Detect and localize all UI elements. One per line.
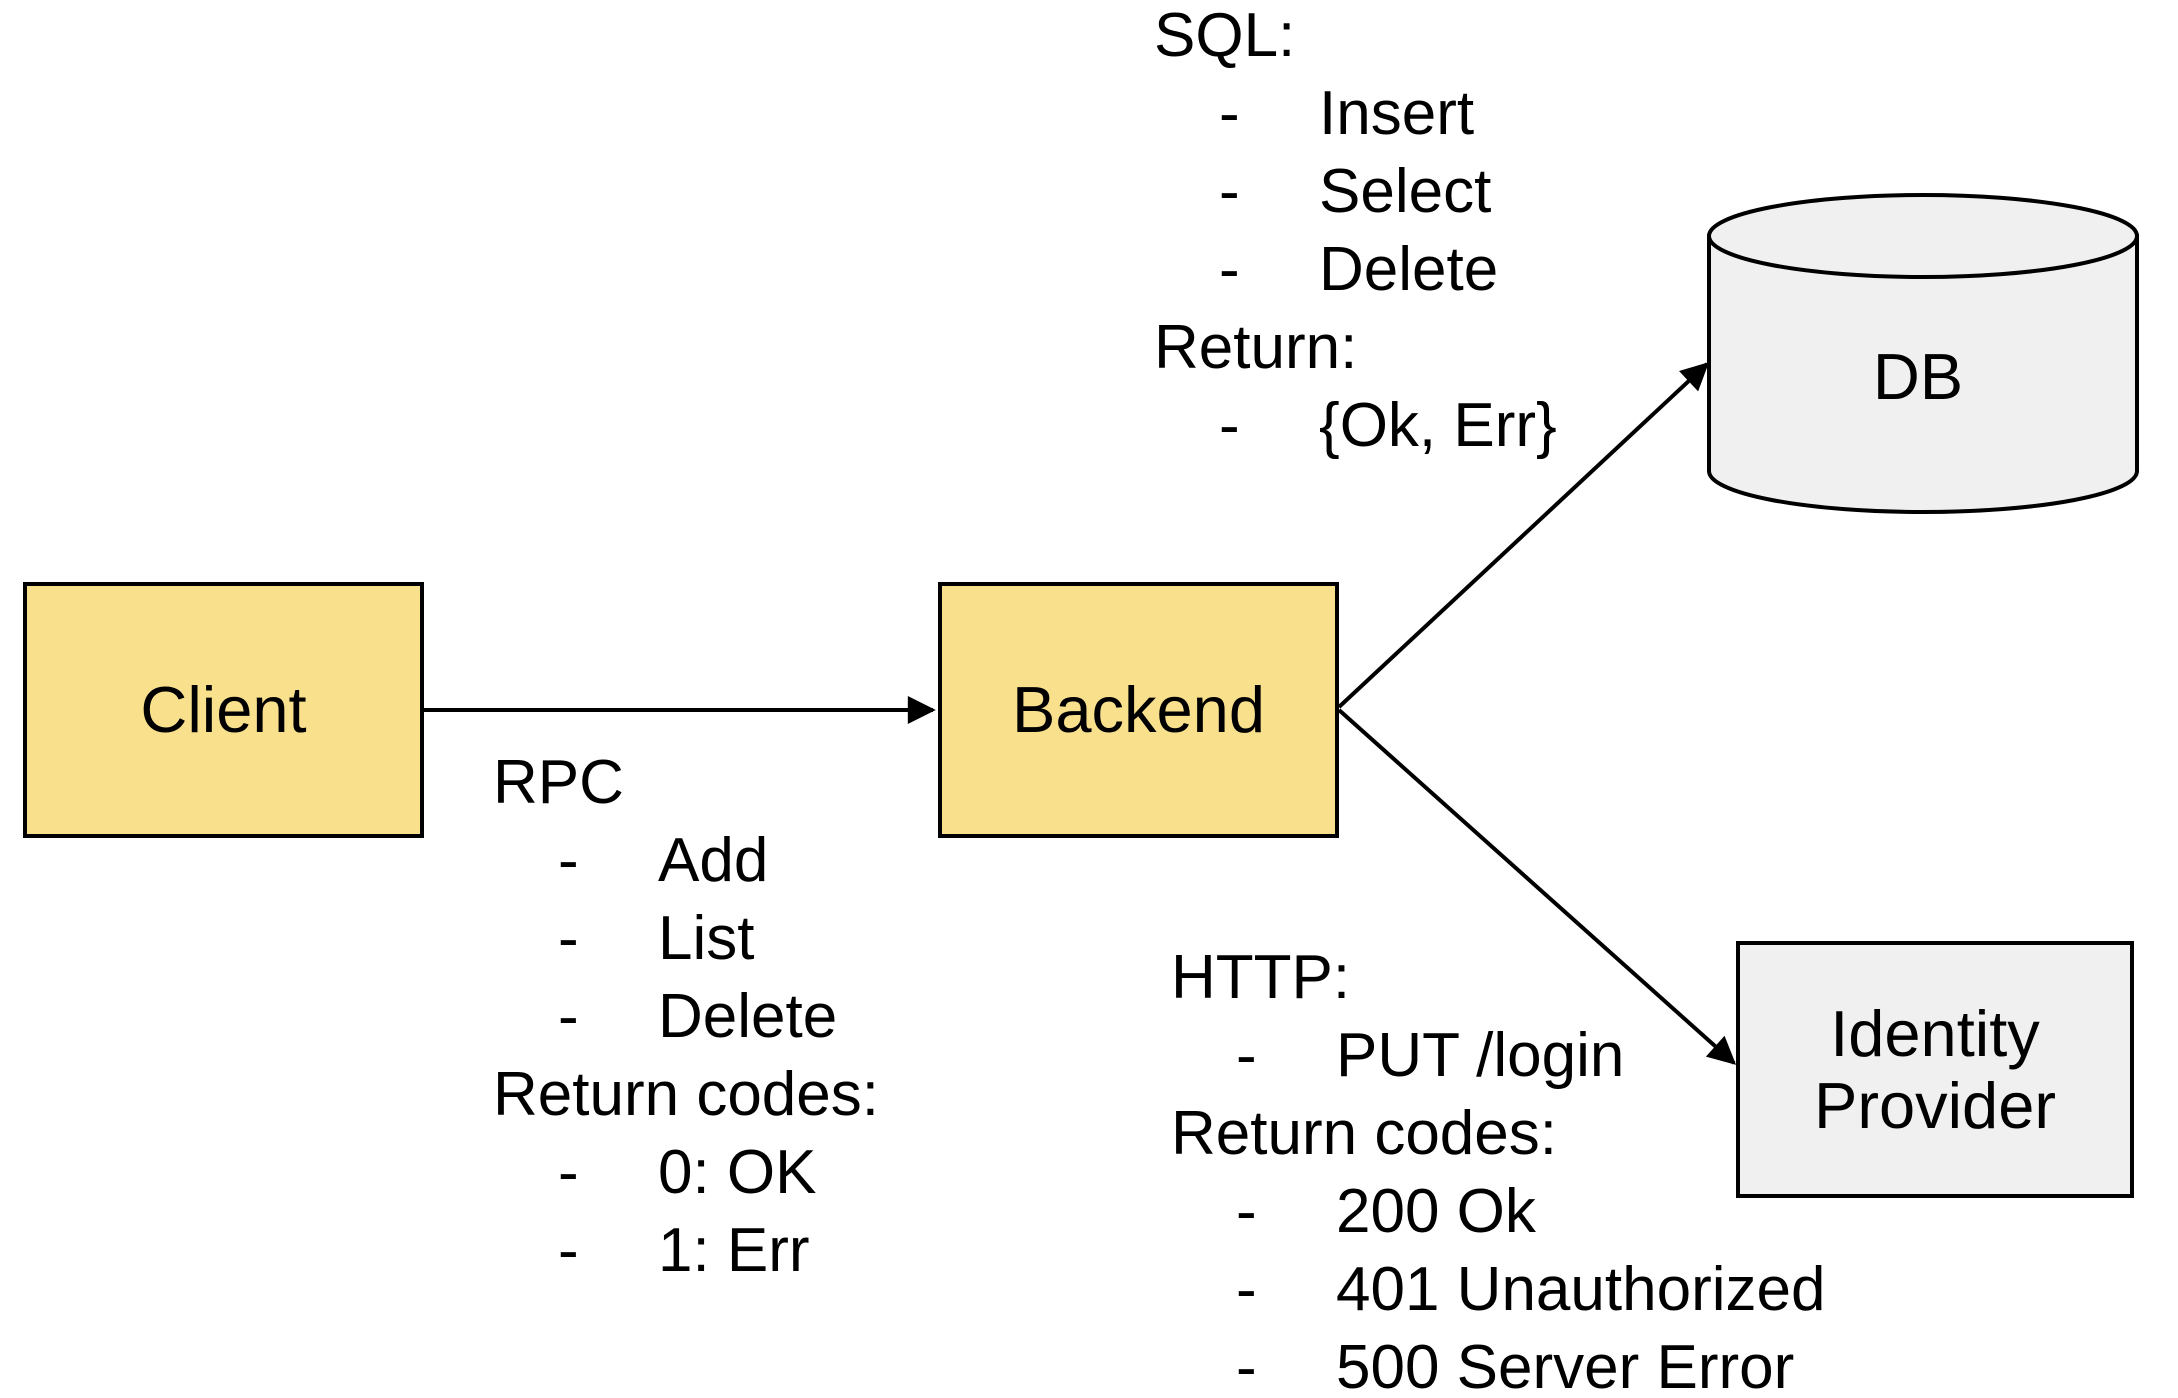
http-item: PUT /login [1336, 1021, 1625, 1090]
bullet-dash: - [1236, 1177, 1257, 1246]
sql-edge-annotation: SQL: - Insert - Select - Delete Return: - {O… [1154, 0, 1557, 465]
list-item: - 200 Ok [1171, 1173, 1825, 1251]
bullet-dash: - [558, 1216, 579, 1285]
rpc-item: List [658, 904, 755, 973]
backend-idp-arrow [1337, 708, 1737, 1065]
rpc-return-codes-heading: Return codes: [493, 1060, 879, 1129]
bullet-dash: - [1236, 1333, 1257, 1398]
bullet-dash: - [1236, 1255, 1257, 1324]
sql-heading: SQL: [1154, 1, 1296, 70]
http-return-code: 200 Ok [1336, 1177, 1536, 1246]
bullet-dash: - [558, 826, 579, 895]
list-item: - 0: OK [493, 1134, 879, 1212]
list-item: - 401 Unauthorized [1171, 1251, 1825, 1329]
rpc-return-code: 0: OK [658, 1138, 817, 1207]
rpc-return-code: 1: Err [658, 1216, 810, 1285]
backend-node-label: Backend [1012, 673, 1265, 746]
sql-item: Insert [1319, 79, 1475, 148]
backend-db-arrow [1337, 362, 1710, 709]
client-node-label: Client [140, 673, 307, 746]
sql-return-value: {Ok, Err} [1319, 391, 1557, 460]
list-item: - PUT /login [1171, 1017, 1825, 1095]
bullet-dash: - [1219, 391, 1240, 460]
sql-return-heading: Return: [1154, 313, 1358, 382]
list-item: - Select [1154, 153, 1557, 231]
bullet-dash: - [1219, 157, 1240, 226]
db-cylinder-top [1707, 193, 2139, 279]
bullet-dash: - [558, 1138, 579, 1207]
db-node-label: DB [1872, 340, 1964, 413]
backend-node: Backend [938, 582, 1339, 838]
identity-provider-node: Identity Provider [1736, 941, 2134, 1198]
http-heading: HTTP: [1171, 943, 1351, 1012]
list-item: - Add [493, 822, 879, 900]
list-item: - 500 Server Error [1171, 1329, 1825, 1398]
http-return-code: 401 Unauthorized [1336, 1255, 1826, 1324]
bullet-dash: - [1236, 1021, 1257, 1090]
list-item: - Delete [493, 978, 879, 1056]
list-item: - Insert [1154, 75, 1557, 153]
bullet-dash: - [1219, 79, 1240, 148]
client-node: Client [23, 582, 424, 838]
rpc-heading: RPC [493, 748, 624, 817]
list-item: - 1: Err [493, 1212, 879, 1290]
bullet-dash: - [1219, 235, 1240, 304]
db-cylinder-body [1707, 234, 2139, 514]
sql-item: Delete [1319, 235, 1499, 304]
http-return-code: 500 Server Error [1336, 1333, 1795, 1398]
http-return-codes-heading: Return codes: [1171, 1099, 1557, 1168]
rpc-item: Delete [658, 982, 838, 1051]
identity-provider-label-line1: Identity [1830, 996, 2040, 1070]
list-item: - {Ok, Err} [1154, 387, 1557, 465]
bullet-dash: - [558, 904, 579, 973]
bullet-dash: - [558, 982, 579, 1051]
rpc-edge-annotation: RPC - Add - List - Delete Return codes: - 0:… [493, 744, 879, 1290]
list-item: - List [493, 900, 879, 978]
identity-provider-label-line2: Provider [1813, 1068, 2057, 1142]
list-item: - Delete [1154, 231, 1557, 309]
rpc-item: Add [658, 826, 769, 895]
sql-item: Select [1319, 157, 1492, 226]
http-edge-annotation: HTTP: -PUT /login Return codes: -200 Ok … [1171, 939, 1825, 1398]
